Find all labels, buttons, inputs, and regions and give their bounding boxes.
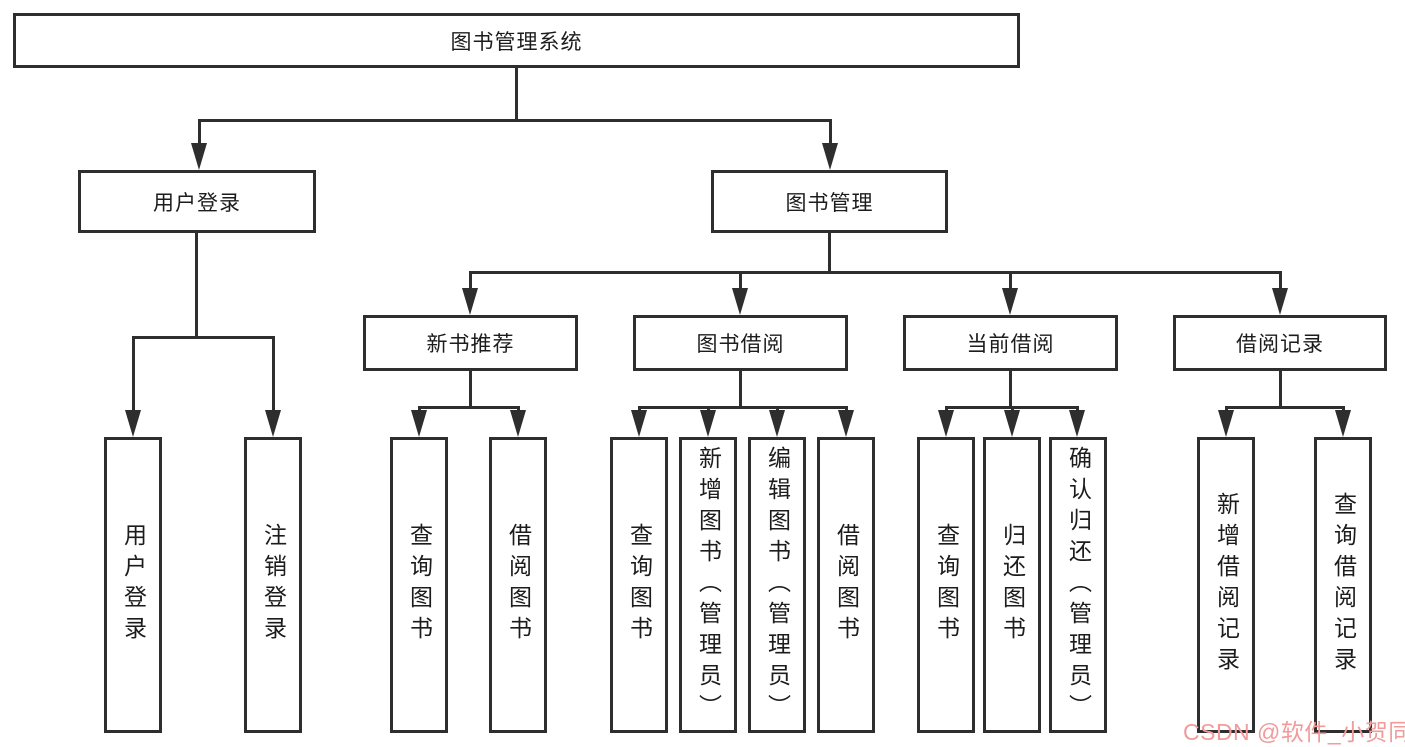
leaf-query-borrow-record: 查询借阅记录 xyxy=(1314,437,1372,733)
arrowhead-icon xyxy=(769,410,785,437)
connector-line xyxy=(829,119,832,148)
arrowhead-icon xyxy=(938,410,954,437)
node-label: 确认归还（管理员） xyxy=(1065,445,1092,725)
leaf-borrow-books: 借阅图书 xyxy=(817,437,875,733)
connector-line xyxy=(1279,371,1282,409)
arrowhead-icon xyxy=(631,410,647,437)
node-label: 查询图书 xyxy=(933,523,960,647)
connector-line xyxy=(132,336,275,339)
connector-line xyxy=(1279,271,1282,293)
node-user-login: 用户登录 xyxy=(78,170,316,233)
node-label: 查询图书 xyxy=(406,523,433,647)
node-label: 查询图书 xyxy=(626,523,653,647)
arrowhead-icon xyxy=(700,410,716,437)
arrowhead-icon xyxy=(822,143,838,170)
node-label: 查询借阅记录 xyxy=(1330,492,1357,678)
node-label: 图书借阅 xyxy=(696,333,785,356)
node-label: 借阅图书 xyxy=(505,523,532,647)
arrowhead-icon xyxy=(510,410,526,437)
arrowhead-icon xyxy=(1335,410,1351,437)
leaf-add-borrow-record: 新增借阅记录 xyxy=(1197,437,1255,733)
connector-line xyxy=(1009,371,1012,409)
connector-line xyxy=(739,371,742,409)
node-book-borrowing: 图书借阅 xyxy=(633,315,848,371)
node-book-management: 图书管理 xyxy=(711,170,948,233)
connector-line xyxy=(828,233,831,274)
connector-line xyxy=(638,406,848,409)
node-label: 新书推荐 xyxy=(426,333,515,356)
leaf-edit-books-admin: 编辑图书（管理员） xyxy=(748,437,806,733)
arrowhead-icon xyxy=(1069,410,1085,437)
connector-line xyxy=(272,336,275,414)
node-label: 用户登录 xyxy=(153,191,241,215)
connector-line xyxy=(195,233,198,339)
node-label: 图书管理 xyxy=(785,191,874,215)
node-label: 归还图书 xyxy=(999,523,1026,647)
arrowhead-icon xyxy=(1272,288,1288,315)
node-borrowing-records: 借阅记录 xyxy=(1173,315,1387,371)
connector-line xyxy=(418,406,520,409)
leaf-confirm-return-admin: 确认归还（管理员） xyxy=(1049,437,1107,733)
connector-line xyxy=(739,271,742,293)
leaf-add-books-admin: 新增图书（管理员） xyxy=(679,437,737,733)
node-label: 借阅记录 xyxy=(1236,333,1324,356)
connector-line xyxy=(1225,406,1344,409)
leaf-query-books-current: 查询图书 xyxy=(917,437,975,733)
node-label: 编辑图书（管理员） xyxy=(764,445,791,725)
leaf-query-books-borrow: 查询图书 xyxy=(610,437,668,733)
leaf-logout: 注销登录 xyxy=(244,437,302,733)
node-root-system: 图书管理系统 xyxy=(13,13,1020,68)
arrowhead-icon xyxy=(191,143,207,170)
node-label: 当前借阅 xyxy=(966,333,1055,356)
connector-line xyxy=(469,371,472,409)
arrowhead-icon xyxy=(411,410,427,437)
node-label: 注销登录 xyxy=(260,523,287,647)
node-current-borrowing: 当前借阅 xyxy=(903,315,1118,371)
connector-line xyxy=(515,68,518,122)
connector-line xyxy=(198,119,832,122)
leaf-query-books-recommend: 查询图书 xyxy=(390,437,448,733)
csdn-watermark: CSDN @软件_小贺同学 xyxy=(1183,719,1405,745)
arrowhead-icon xyxy=(125,410,141,437)
node-label: 新增图书（管理员） xyxy=(695,445,722,725)
arrowhead-icon xyxy=(838,410,854,437)
leaf-return-books: 归还图书 xyxy=(983,437,1041,733)
arrowhead-icon xyxy=(462,288,478,315)
leaf-user-login: 用户登录 xyxy=(104,437,162,733)
arrowhead-icon xyxy=(1004,410,1020,437)
connector-line xyxy=(198,119,201,148)
connector-line xyxy=(469,271,1282,274)
arrowhead-icon xyxy=(265,410,281,437)
node-label: 用户登录 xyxy=(120,523,147,647)
connector-line xyxy=(1009,271,1012,293)
node-label: 借阅图书 xyxy=(833,523,860,647)
arrowhead-icon xyxy=(1218,410,1234,437)
arrowhead-icon xyxy=(732,288,748,315)
arrowhead-icon xyxy=(1002,288,1018,315)
leaf-borrow-books-recommend: 借阅图书 xyxy=(489,437,547,733)
connector-line xyxy=(469,271,472,293)
connector-line xyxy=(132,336,135,414)
node-new-book-recommend: 新书推荐 xyxy=(363,315,578,371)
node-label: 新增借阅记录 xyxy=(1213,492,1240,678)
node-label: 图书管理系统 xyxy=(450,30,583,54)
